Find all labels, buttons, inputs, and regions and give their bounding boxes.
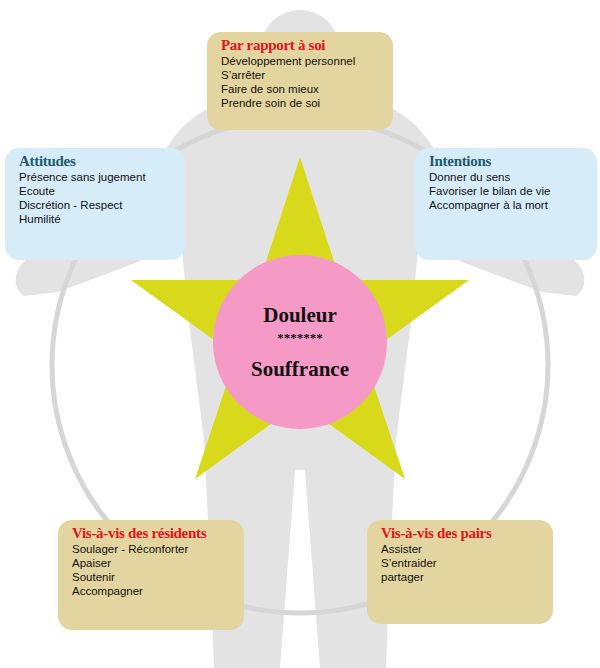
separator-text: ******* — [277, 330, 323, 346]
box-item: S’arrêter — [221, 68, 383, 82]
intentions-box: IntentionsDonner du sensFavoriser le bil… — [415, 148, 597, 260]
box-heading: Par rapport à soi — [221, 37, 383, 54]
box-item: partager — [381, 570, 543, 584]
box-item: Développement personnel — [221, 54, 383, 68]
center-word: Souffrance — [251, 356, 349, 382]
self-box: Par rapport à soiDéveloppement personnel… — [207, 32, 393, 130]
center-word: Douleur — [263, 302, 337, 328]
box-item: Accompagner à la mort — [429, 198, 587, 212]
box-item: Faire de son mieux — [221, 82, 383, 96]
box-heading: Attitudes — [19, 153, 175, 170]
box-item: Soutenir — [72, 570, 234, 584]
box-item: Favoriser le bilan de vie — [429, 184, 587, 198]
box-item: Discrétion - Respect — [19, 198, 175, 212]
box-item: Présence sans jugement — [19, 170, 175, 184]
box-item: Apaiser — [72, 556, 234, 570]
box-item: Accompagner — [72, 584, 234, 598]
box-item: Assister — [381, 542, 543, 556]
box-item: Prendre soin de soi — [221, 96, 383, 110]
residents-box: Vis-à-vis des résidentsSoulager - Réconf… — [58, 520, 244, 630]
box-heading: Intentions — [429, 153, 587, 170]
box-item: Ecoute — [19, 184, 175, 198]
attitudes-box: AttitudesPrésence sans jugementEcouteDis… — [5, 148, 185, 260]
peers-box: Vis-à-vis des pairsAssisterS’entraiderpa… — [367, 520, 553, 624]
box-item: Humilité — [19, 212, 175, 226]
box-heading: Vis-à-vis des pairs — [381, 525, 543, 542]
human-silhouette — [16, 10, 585, 668]
pain-circle: Douleur ******* Souffrance — [213, 255, 387, 429]
box-item: Donner du sens — [429, 170, 587, 184]
box-heading: Vis-à-vis des résidents — [72, 525, 234, 542]
box-item: Soulager - Réconforter — [72, 542, 234, 556]
box-item: S’entraider — [381, 556, 543, 570]
